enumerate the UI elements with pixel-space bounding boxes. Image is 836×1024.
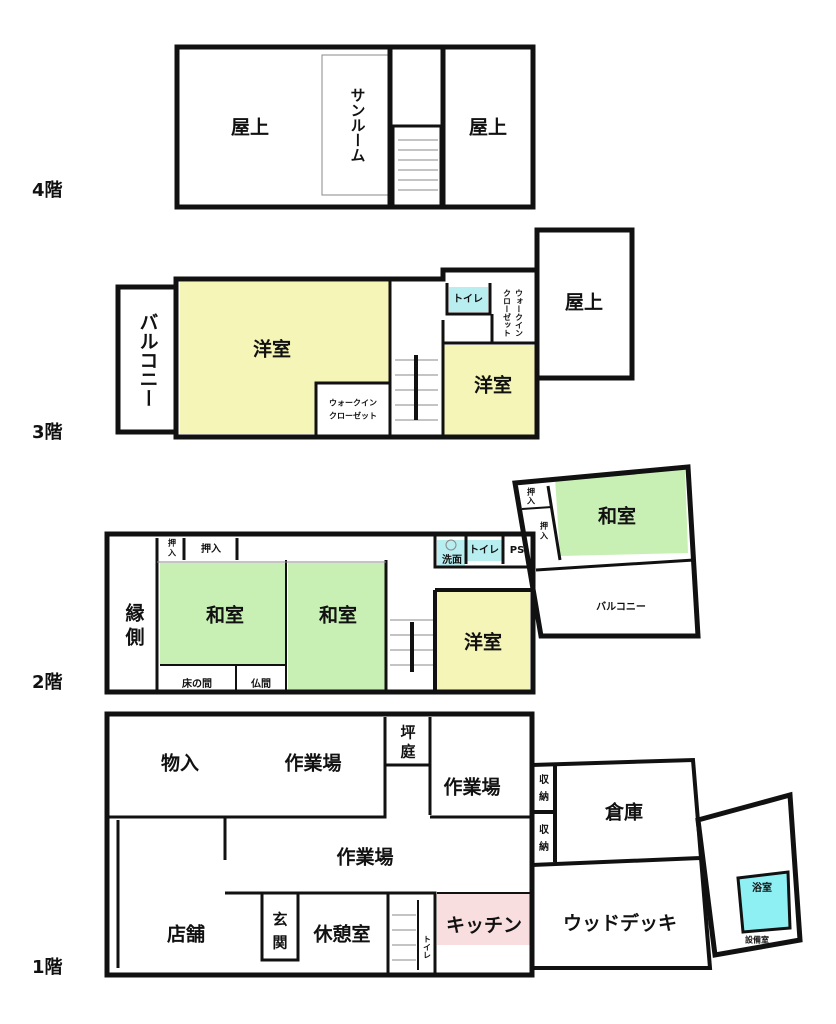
toilet-label: トイレ [453,293,483,305]
kitchen-label: キッチン [446,915,522,937]
walkin-closet-label-1: ウォークイン [329,398,377,408]
toilet-room [467,540,502,561]
annex-oshiire-b-label-1: 押 [540,521,548,531]
toilet-label: トイレ [469,544,499,556]
floor4-outline [174,44,536,210]
warehouse-label: 倉庫 [604,801,643,824]
butsuma-label: 仏間 [251,678,271,690]
balcony-label: バルコニー [137,312,159,407]
washitsu-2 [288,563,385,690]
western-room-label: 洋室 [464,631,502,654]
monoire-label: 物入 [161,752,199,775]
kitchen-area [437,893,530,945]
toilet-room [449,287,488,312]
rooftop-label: 屋上 [565,292,603,314]
walkin-closet-small-label-1: ウォークイン [515,289,524,337]
annex-oshiire-a-label-1: 押 [527,487,535,497]
annex-washitsu-label: 和室 [598,505,636,528]
oshiire-small-label-1: 押 [168,538,176,548]
floor-3: バルコニー 洋室 ウォークイン クローゼット トイレ ウォークイン クローゼット… [32,227,635,443]
floor-2: 縁 側 押 入 押入 和室 和室 床の間 仏間 洗面 トイレ PS 洋室 押 入… [32,464,701,695]
oshiire-small-label-2: 入 [167,549,176,558]
stair-icon [398,139,438,191]
washroom [437,540,465,566]
floor-4: 屋上 サンルーム 屋上 4階 [32,44,536,210]
western-room-small-label: 洋室 [474,374,512,397]
floor4-label: 4階 [32,180,63,201]
washitsu-1 [160,563,285,665]
stair-icon [395,355,438,421]
tsuboniwa-label-1: 坪 [400,724,415,742]
wood-deck-label: ウッドデッキ [563,912,677,935]
balcony-label: バルコニー [596,601,646,613]
toilet-label: トイレ [423,935,432,959]
bathroom-label: 浴室 [752,881,772,894]
annex-washitsu [555,468,688,556]
oshiire-label: 押入 [201,542,221,555]
annex-outline [512,464,701,639]
storage-1-label-a: 収 [539,774,550,786]
rooftop-right-label: 屋上 [469,117,507,139]
floor3-label: 3階 [32,422,63,443]
washitsu-2-label: 和室 [319,604,357,627]
floor-1: 物入 作業場 坪 庭 作業場 作業場 店舗 玄 関 休憩室 トイレ キッチン 収… [32,711,803,978]
annex-oshiire-a-label-2: 入 [526,497,535,506]
storage-2-label-b: 納 [539,840,549,853]
bathtub [736,870,792,934]
rooftop-outline [534,227,635,381]
storage-2-label-a: 収 [539,824,550,836]
workshop-3-label: 作業場 [336,846,393,869]
floor2-label: 2階 [32,672,63,693]
equipment-room-label: 設備室 [745,935,769,945]
genkan-label-2: 関 [272,934,287,952]
walkin-closet-label-2: クローゼット [329,411,377,421]
stair-icon [392,914,416,961]
stair-icon [390,619,433,672]
floor2-outline [104,531,536,695]
lounge-label: 休憩室 [312,923,370,946]
workshop-1-label: 作業場 [284,752,341,775]
floor1-label: 1階 [32,957,63,978]
floor1-outline [104,711,535,978]
tokonoma-label: 床の間 [182,677,212,690]
rooftop-left-label: 屋上 [231,117,269,139]
western-room [437,592,530,690]
bath-annex-outline [695,791,803,958]
engawa-label-2: 側 [124,627,144,649]
genkan-label-1: 玄 [272,911,287,929]
workshop-2-label: 作業場 [443,776,500,799]
western-room-main [180,282,390,434]
washitsu-1-label: 和室 [206,604,244,627]
annex-oshiire-b-label-2: 入 [539,532,548,541]
sunroom-label: サンルーム [349,88,367,163]
western-room-main-label: 洋室 [253,338,291,361]
senmen-label: 洗面 [442,553,462,566]
ps-label: PS [510,545,525,556]
western-room-small [443,345,537,437]
engawa-label-1: 縁 [125,602,144,625]
store-label: 店舗 [167,923,205,946]
storage-1-label-b: 納 [539,790,549,803]
sink-icon [445,539,457,551]
walkin-closet-small-label-2: クローゼット [503,289,512,337]
tsuboniwa-label-2: 庭 [400,743,416,761]
